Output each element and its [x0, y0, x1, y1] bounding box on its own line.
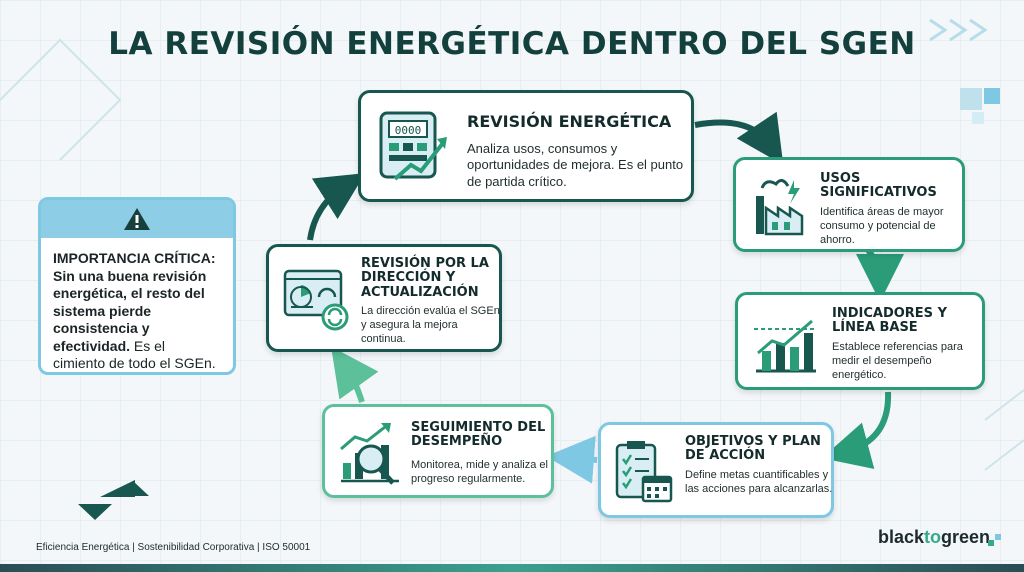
alert-heading: IMPORTANCIA CRÍTICA: — [53, 250, 216, 266]
card-usos-significativos: USOS SIGNIFICATIVOS Identifica áreas de … — [733, 157, 965, 252]
alert-text: Es el cimiento de todo el SGEn. — [53, 337, 216, 372]
checklist-calendar-icon — [615, 441, 673, 503]
card-revision-energetica: 0000 REVISIÓN ENERGÉTICA Analiza usos, c… — [358, 90, 694, 202]
arrow-usos-indicadores — [855, 248, 904, 302]
card-title: SEGUIMIENTO DEL DESEMPEÑO — [411, 420, 546, 450]
card-revision-direccion: REVISIÓN POR LA DIRECCIÓN Y ACTUALIZACIÓ… — [266, 244, 502, 352]
card-title: USOS SIGNIFICATIVOS — [820, 171, 937, 201]
arrow-indicadores-objetivos — [821, 391, 892, 469]
card-title: REVISIÓN POR LA DIRECCIÓN Y ACTUALIZACIÓ… — [361, 256, 489, 300]
card-indicadores-linea-base: INDICADORES Y LÍNEA BASE Establece refer… — [735, 292, 985, 390]
card-description: Identifica áreas de mayor consumo y pote… — [820, 205, 944, 247]
page-title: LA REVISIÓN ENERGÉTICA DENTRO DEL SGEN — [108, 26, 916, 62]
card-title: REVISIÓN ENERGÉTICA — [467, 112, 672, 131]
logo-squares-icon — [988, 534, 1001, 546]
card-title: OBJETIVOS Y PLAN DE ACCIÓN — [685, 434, 821, 464]
arrow-seguimiento-direccion — [331, 346, 379, 403]
card-description: La dirección evalúa el SGEn y asegura la… — [361, 304, 500, 346]
alert-bold-text: Sin una buena revisión energética, el re… — [53, 267, 207, 354]
card-title: INDICADORES Y LÍNEA BASE — [832, 306, 947, 336]
bottom-bar — [0, 564, 1024, 572]
importance-alert: IMPORTANCIA CRÍTICA: Sin una buena revis… — [38, 197, 236, 375]
arrow-objetivos-seguimiento — [546, 435, 598, 484]
card-description: Monitorea, mide y analiza el progreso re… — [411, 458, 548, 485]
card-seguimiento-desempeno: SEGUIMIENTO DEL DESEMPEÑO Monitorea, mid… — [322, 404, 554, 498]
brand-logo: blacktogreen — [878, 527, 990, 548]
card-description: Analiza usos, consumos y oportunidades d… — [467, 140, 684, 190]
footer-text: Eficiencia Energética | Sostenibilidad C… — [36, 542, 311, 553]
card-objetivos-plan-accion: OBJETIVOS Y PLAN DE ACCIÓN Define metas … — [598, 422, 834, 518]
alert-header — [41, 200, 233, 238]
bar-chart-icon — [754, 319, 816, 373]
card-description: Establece referencias para medir el dese… — [832, 340, 963, 382]
card-description: Define metas cuantificables y las accion… — [685, 468, 833, 495]
energy-meter-icon: 0000 — [379, 111, 447, 181]
factory-icon — [756, 179, 804, 236]
arrow-revision-usos — [694, 111, 784, 165]
logo-green: green — [941, 527, 991, 547]
svg-text:0000: 0000 — [395, 124, 422, 137]
magnifier-chart-icon — [340, 423, 399, 485]
warning-icon — [124, 208, 150, 230]
dashboard-refresh-icon — [283, 269, 349, 331]
logo-black: black — [878, 527, 925, 547]
logo-to: to — [924, 527, 942, 547]
arrow-direccion-revision — [307, 173, 366, 241]
